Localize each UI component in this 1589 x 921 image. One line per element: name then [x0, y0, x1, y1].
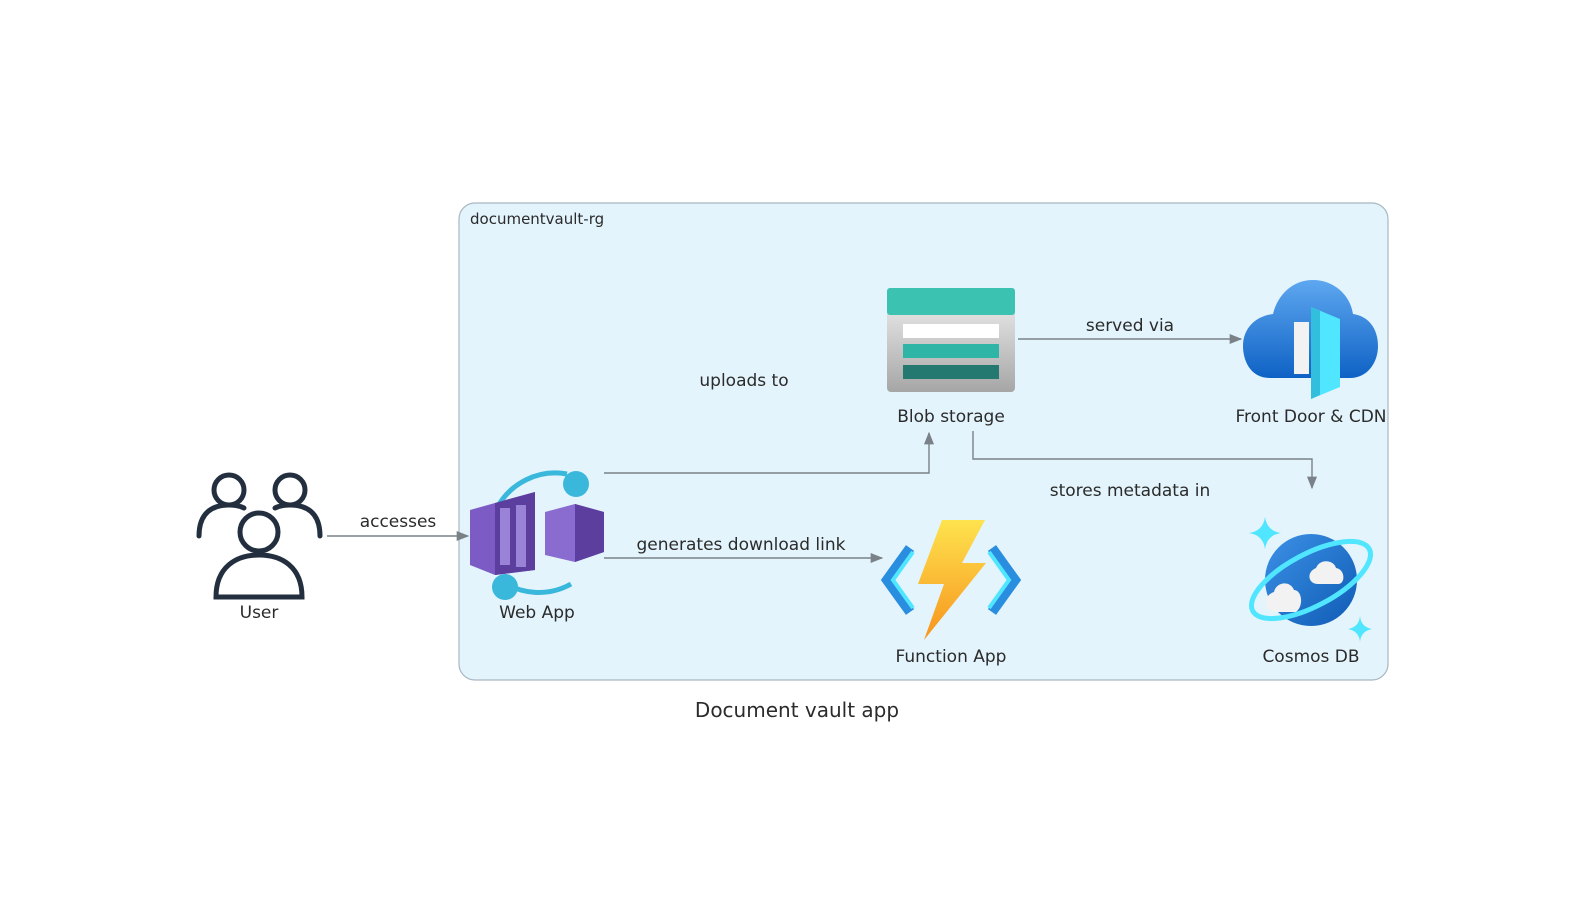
- node-blob-storage[interactable]: Blob storage: [887, 288, 1015, 427]
- edge-stores-metadata-in: [972, 431, 1318, 490]
- node-label-cosmos-db: Cosmos DB: [1262, 647, 1359, 667]
- web-app-icon: [470, 470, 604, 600]
- users-icon: [196, 472, 323, 600]
- edge-label-generates-download-link: generates download link: [637, 535, 846, 555]
- node-front-door[interactable]: Front Door & CDN: [1235, 280, 1387, 427]
- resource-group-box: [458, 202, 1389, 681]
- blob-storage-icon: [887, 288, 1015, 392]
- edge-uploads-to: [604, 431, 935, 474]
- front-door-icon: [1243, 280, 1378, 399]
- node-label-blob-storage: Blob storage: [897, 407, 1005, 427]
- node-label-web-app: Web App: [499, 603, 575, 623]
- node-function-app[interactable]: Function App: [880, 520, 1022, 667]
- node-cosmos-db[interactable]: Cosmos DB: [1241, 517, 1382, 667]
- node-web-app[interactable]: Web App: [470, 470, 604, 623]
- resource-group-label: documentvault-rg: [470, 210, 604, 228]
- function-app-icon: [880, 520, 1022, 640]
- edges: accesses uploads to served via stores me…: [327, 316, 1318, 564]
- edge-label-stores-metadata-in: stores metadata in: [1050, 481, 1211, 501]
- node-user[interactable]: User: [196, 472, 323, 623]
- cosmos-db-icon: [1248, 517, 1374, 642]
- resource-group: documentvault-rg: [458, 202, 1389, 681]
- node-label-front-door: Front Door & CDN: [1235, 407, 1386, 427]
- edge-label-served-via: served via: [1086, 316, 1174, 336]
- node-label-user: User: [240, 603, 279, 623]
- edge-label-accesses: accesses: [360, 512, 437, 532]
- diagram-caption: Document vault app: [695, 698, 899, 722]
- node-label-function-app: Function App: [896, 647, 1007, 667]
- edge-label-uploads-to: uploads to: [699, 371, 788, 391]
